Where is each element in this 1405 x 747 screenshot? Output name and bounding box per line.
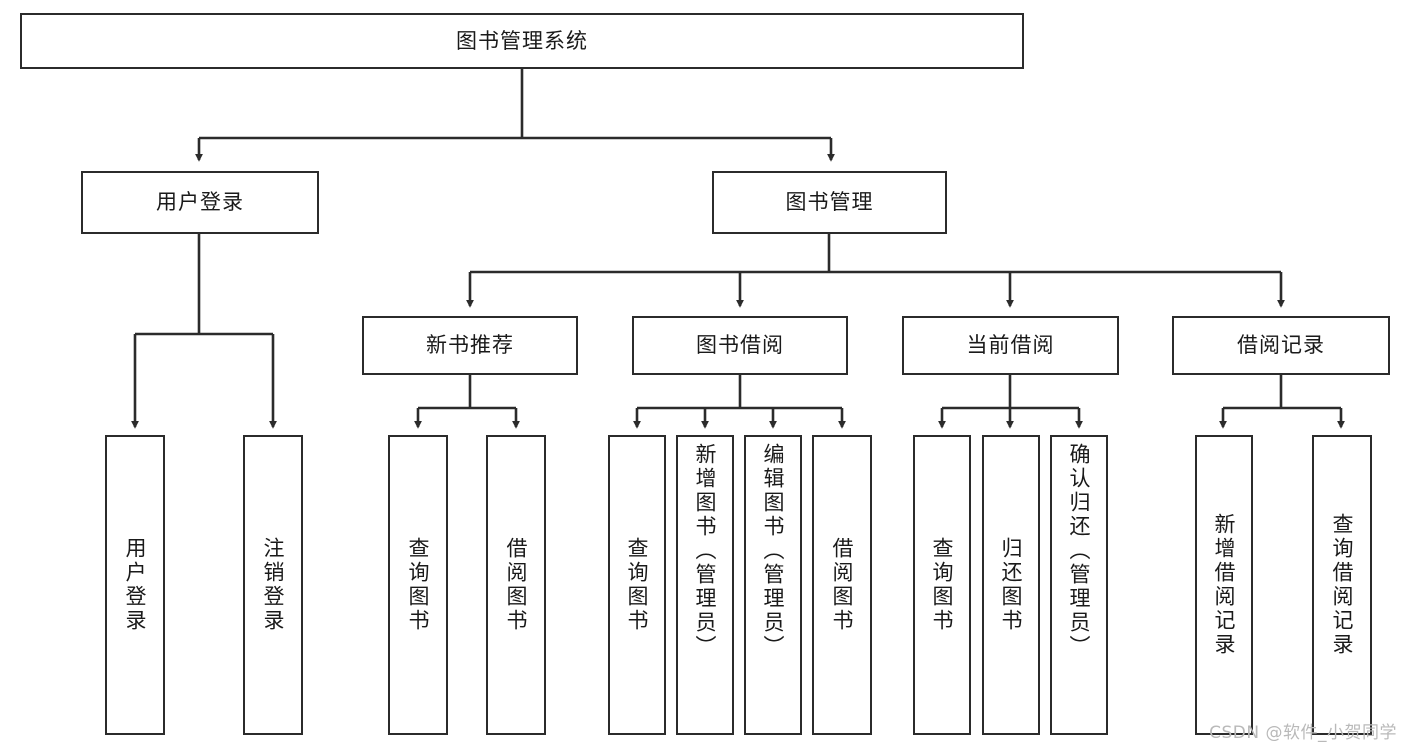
node-book-borrowing[interactable]: 图书借阅 xyxy=(632,316,848,375)
node-label: 新增借阅记录 xyxy=(1212,513,1237,657)
node-label: 查询图书 xyxy=(625,537,650,633)
node-label: 当前借阅 xyxy=(966,333,1055,358)
leaf-book-borrow-borrow-books[interactable]: 借阅图书 xyxy=(812,435,872,735)
node-label: 用户登录 xyxy=(156,190,244,215)
node-label: 查询图书 xyxy=(406,537,431,633)
leaf-borrow-record-query-record[interactable]: 查询借阅记录 xyxy=(1312,435,1372,735)
node-label: 确认归还（管理员） xyxy=(1067,443,1092,659)
watermark-text: CSDN @软件_小贺同学 xyxy=(1209,723,1397,743)
node-label: 新增图书（管理员） xyxy=(693,443,718,659)
leaf-user-login-login[interactable]: 用户登录 xyxy=(105,435,165,735)
leaf-new-book-borrow-books[interactable]: 借阅图书 xyxy=(486,435,546,735)
node-current-borrowing[interactable]: 当前借阅 xyxy=(902,316,1119,375)
node-user-login[interactable]: 用户登录 xyxy=(81,171,319,234)
leaf-user-login-logout[interactable]: 注销登录 xyxy=(243,435,303,735)
node-label: 图书管理系统 xyxy=(456,28,588,53)
node-label: 注销登录 xyxy=(261,537,286,633)
leaf-book-borrow-add-book-admin[interactable]: 新增图书（管理员） xyxy=(676,435,734,735)
node-label: 查询图书 xyxy=(930,537,955,633)
node-label: 图书借阅 xyxy=(696,333,784,358)
leaf-book-borrow-query-books[interactable]: 查询图书 xyxy=(608,435,666,735)
node-label: 新书推荐 xyxy=(426,333,514,358)
node-label: 借阅图书 xyxy=(504,537,529,633)
leaf-current-borrow-confirm-return-admin[interactable]: 确认归还（管理员） xyxy=(1050,435,1108,735)
leaf-new-book-query-books[interactable]: 查询图书 xyxy=(388,435,448,735)
leaf-book-borrow-edit-book-admin[interactable]: 编辑图书（管理员） xyxy=(744,435,802,735)
leaf-borrow-record-add-record[interactable]: 新增借阅记录 xyxy=(1195,435,1253,735)
node-label: 查询借阅记录 xyxy=(1330,513,1355,657)
leaf-current-borrow-return-books[interactable]: 归还图书 xyxy=(982,435,1040,735)
leaf-current-borrow-query-books[interactable]: 查询图书 xyxy=(913,435,971,735)
node-root-book-management-system[interactable]: 图书管理系统 xyxy=(20,13,1024,69)
node-label: 图书管理 xyxy=(785,190,874,215)
node-new-book-recommendation[interactable]: 新书推荐 xyxy=(362,316,578,375)
node-book-management[interactable]: 图书管理 xyxy=(712,171,947,234)
node-label: 用户登录 xyxy=(123,537,148,633)
node-label: 归还图书 xyxy=(999,537,1024,633)
node-borrowing-records[interactable]: 借阅记录 xyxy=(1172,316,1390,375)
node-label: 借阅图书 xyxy=(830,537,855,633)
node-label: 编辑图书（管理员） xyxy=(761,443,786,659)
node-label: 借阅记录 xyxy=(1237,333,1325,358)
